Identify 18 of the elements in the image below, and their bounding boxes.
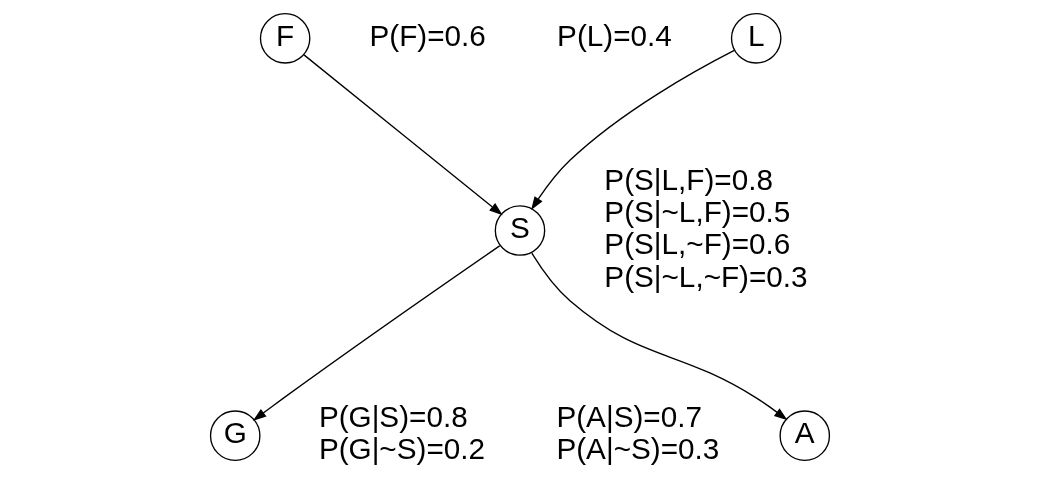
node-label: P(G|S)=0.8 [318, 400, 468, 434]
node-label: P(G|~S)=0.2 [318, 432, 485, 466]
arrow [530, 252, 788, 421]
arrow [302, 54, 503, 216]
arrow [530, 49, 735, 211]
node-label: P(A|S)=0.7 [555, 400, 702, 434]
node-label: P(L)=0.4 [556, 18, 672, 52]
node-label: P(A|~S)=0.3 [555, 432, 719, 466]
node-label: P(S|L,~F)=0.6 [603, 227, 790, 261]
node-circle: L [730, 13, 782, 64]
node-label: P(S|L,F)=0.8 [603, 162, 773, 196]
node-label: P(F)=0.6 [369, 18, 486, 52]
node-circle: A [778, 410, 830, 461]
node-circle: S [494, 205, 545, 256]
node-label: P(S|~L,~F)=0.3 [603, 259, 808, 293]
node-circle: G [209, 410, 261, 461]
arrow [252, 245, 500, 421]
node-circle: F [259, 13, 310, 64]
